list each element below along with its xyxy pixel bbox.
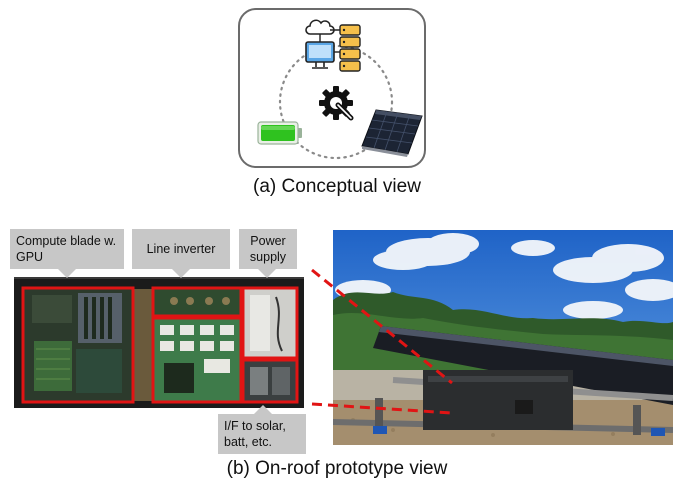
- interface-highlight: [241, 358, 299, 404]
- callout-line-inverter: Line inverter: [132, 229, 230, 269]
- cloud-server-icon: [305, 19, 361, 72]
- callout-power-supply-pointer: [258, 269, 276, 278]
- inverter-top-highlight: [151, 286, 243, 318]
- battery-icon: [257, 121, 302, 145]
- on-roof-prototype-photo: [333, 230, 673, 445]
- callout-power-supply: Power supply: [239, 229, 297, 269]
- callout-compute-blade-text: Compute blade w. GPU: [16, 234, 117, 264]
- callout-line-inverter-pointer: [172, 269, 190, 278]
- line-inverter-highlight: [151, 316, 243, 404]
- callout-interface: I/F to solar, batt, etc.: [218, 414, 306, 454]
- hardware-enclosure-photo: [14, 277, 304, 408]
- callout-line-inverter-text: Line inverter: [146, 242, 216, 256]
- solar-panel-icon: [361, 109, 423, 157]
- callout-interface-pointer: [254, 405, 272, 414]
- power-supply-highlight: [241, 286, 299, 360]
- callout-compute-blade: Compute blade w. GPU: [10, 229, 124, 269]
- conceptual-view-panel: [238, 8, 426, 168]
- caption-prototype-view: (b) On-roof prototype view: [226, 458, 448, 479]
- callout-power-supply-text: Power supply: [249, 234, 287, 264]
- callout-compute-blade-pointer: [58, 269, 76, 278]
- conceptual-diagram: [257, 19, 423, 160]
- energy-cycle-ring: [278, 44, 394, 160]
- caption-conceptual-view: (a) Conceptual view: [253, 176, 421, 197]
- compute-blade-highlight: [21, 286, 135, 404]
- callout-interface-text: I/F to solar, batt, etc.: [224, 419, 286, 449]
- gear-wrench-icon: [319, 86, 354, 121]
